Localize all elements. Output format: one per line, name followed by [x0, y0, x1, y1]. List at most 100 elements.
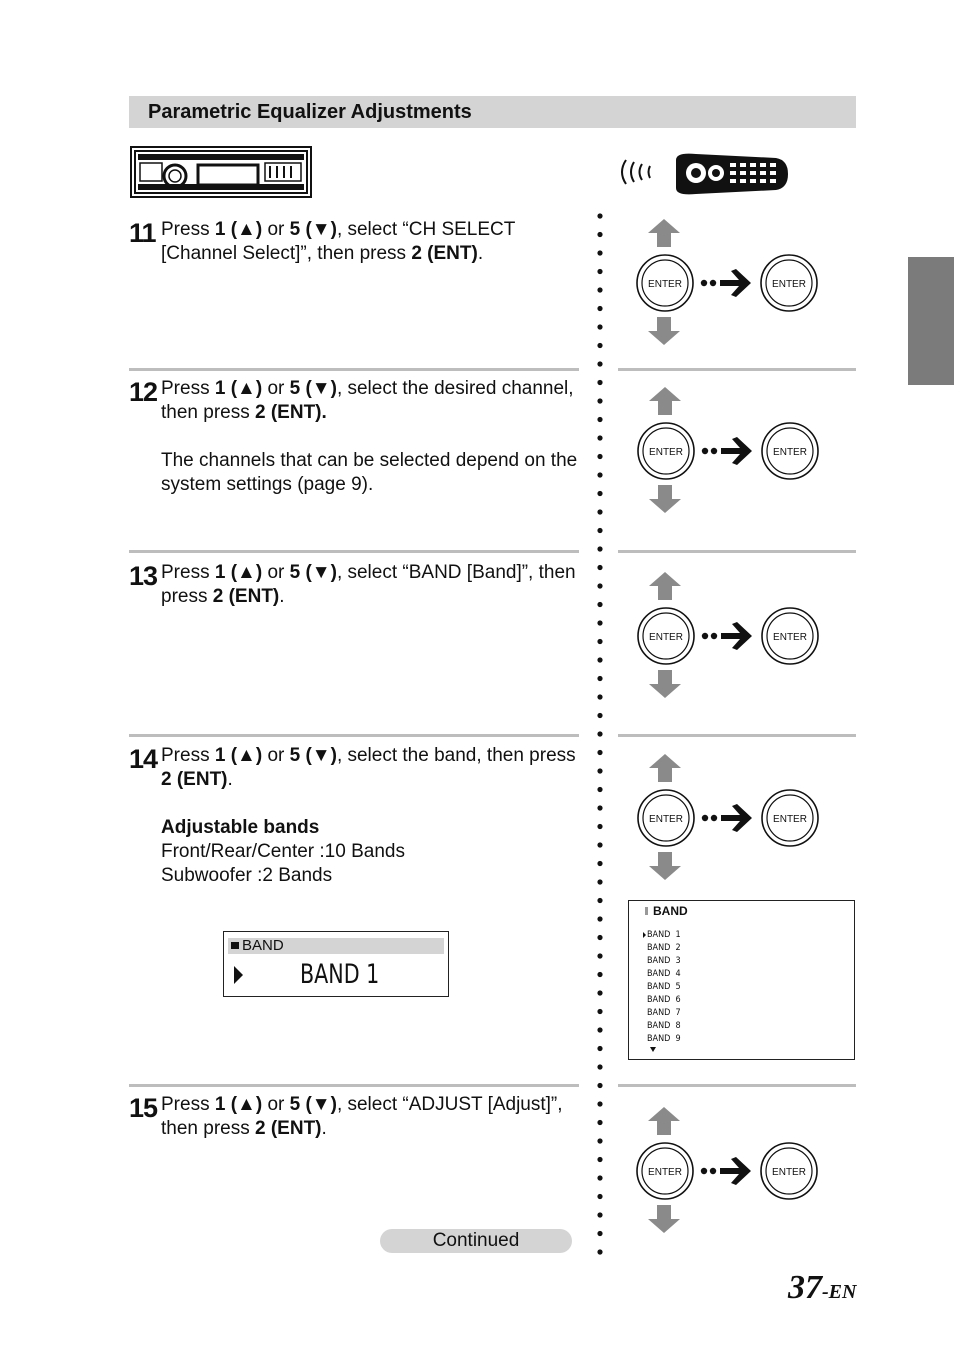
step-note: The channels that can be selected depend…	[161, 450, 578, 495]
separator-dot	[597, 1082, 603, 1089]
step-divider	[129, 734, 579, 737]
arrow-right-icon	[721, 622, 752, 650]
enter-button-end: ENTER	[761, 607, 819, 665]
step-text: Press 1 (▲) or 5 (▼), select “CH SELECT …	[161, 219, 516, 264]
arrow-up-icon	[648, 1107, 680, 1135]
arrow-down-icon	[649, 670, 681, 698]
enter-button-inner-ring	[766, 794, 814, 842]
separator-dot	[597, 564, 603, 571]
list-item: BAND 4	[647, 969, 681, 979]
dotted-separator	[597, 213, 603, 1255]
separator-dot	[597, 1212, 603, 1218]
separator-dot	[597, 1193, 603, 1200]
arrow-up-icon	[649, 387, 681, 415]
enter-label: ENTER	[772, 279, 806, 290]
separator-dot	[597, 379, 603, 386]
separator-dot	[597, 472, 603, 478]
separator-dot	[597, 342, 603, 349]
separator-dot	[597, 1064, 603, 1070]
list-item: BAND 5	[647, 982, 681, 992]
separator-dot	[597, 453, 603, 460]
step-divider	[129, 550, 579, 553]
separator-dot	[597, 435, 603, 441]
enter-label: ENTER	[649, 447, 683, 458]
enter-button-inner-ring	[765, 259, 813, 307]
arrow-up-icon	[649, 572, 681, 600]
arrow-up-icon	[648, 219, 680, 247]
separator-dot	[597, 1138, 603, 1144]
cursor-triangle-icon	[643, 932, 646, 938]
separator-dot	[597, 250, 603, 256]
title-marker-icon	[645, 907, 648, 915]
bands-line: Subwoofer :2 Bands	[161, 865, 333, 886]
control-diagram-14: ENTER ENTER	[633, 752, 823, 882]
sequence-dot	[701, 814, 709, 822]
remote-control-icon	[621, 153, 788, 195]
enter-button-end: ENTER	[761, 789, 819, 847]
separator-dot	[597, 842, 603, 848]
enter-label: ENTER	[772, 1167, 806, 1178]
enter-button-end: ENTER	[760, 1142, 818, 1200]
arrow-right-icon	[721, 437, 752, 465]
enter-button-start: ENTER	[637, 607, 695, 665]
display-value: BAND 1	[300, 959, 380, 990]
sequence-dot	[710, 447, 718, 455]
list-item: BAND 8	[647, 1021, 681, 1031]
separator-dot	[597, 1008, 603, 1015]
enter-button-end: ENTER	[760, 254, 818, 312]
display-label: BAND	[242, 937, 284, 954]
separator-dot	[597, 1119, 603, 1126]
separator-dot	[597, 231, 603, 238]
band-list-display: BAND BAND 1 BAND 2 BAND 3 BAND 4 BAND 5 …	[628, 900, 855, 1060]
control-diagram-11: ENTER ENTER	[632, 217, 822, 347]
enter-label: ENTER	[649, 814, 683, 825]
step-text: Press 1 (▲) or 5 (▼), select “ADJUST [Ad…	[161, 1094, 563, 1139]
step-divider	[618, 734, 856, 737]
enter-label: ENTER	[773, 632, 807, 643]
side-index-tab	[908, 257, 954, 385]
enter-label: ENTER	[648, 1167, 682, 1178]
section-header-bar	[129, 96, 856, 128]
arrow-right-icon	[720, 269, 751, 297]
band-display-small: BAND BAND 1	[223, 931, 449, 997]
enter-button-end: ENTER	[761, 422, 819, 480]
separator-dot	[597, 786, 603, 793]
enter-label: ENTER	[649, 632, 683, 643]
enter-button-start: ENTER	[637, 789, 695, 847]
list-item: BAND 1	[647, 930, 681, 940]
step-divider	[618, 368, 856, 371]
sequence-dot	[709, 1167, 717, 1175]
list-item: BAND 2	[647, 943, 681, 953]
enter-button-start: ENTER	[636, 254, 694, 312]
enter-label: ENTER	[773, 814, 807, 825]
separator-dot	[597, 416, 603, 423]
step-number: 13	[129, 561, 158, 591]
separator-dot	[597, 990, 603, 996]
sequence-dot	[709, 279, 717, 287]
enter-button-inner-ring	[642, 427, 690, 475]
separator-dot	[597, 694, 603, 700]
list-item: BAND 6	[647, 995, 681, 1005]
separator-dot	[597, 749, 603, 756]
step-divider	[129, 368, 579, 371]
page-number: 37-EN	[788, 1269, 857, 1306]
separator-dot	[597, 971, 603, 978]
separator-dot	[597, 675, 603, 682]
separator-dot	[597, 1045, 603, 1052]
bands-line: Front/Rear/Center :10 Bands	[161, 841, 405, 862]
enter-button-start: ENTER	[636, 1142, 694, 1200]
separator-dot	[597, 953, 603, 959]
enter-label: ENTER	[648, 279, 682, 290]
enter-button-inner-ring	[641, 1147, 689, 1195]
list-item: BAND 7	[647, 1008, 681, 1018]
enter-button-inner-ring	[765, 1147, 813, 1195]
sequence-dot	[710, 632, 718, 640]
separator-dot	[597, 601, 603, 608]
step-number: 14	[129, 744, 158, 774]
enter-button-inner-ring	[642, 612, 690, 660]
arrow-down-icon	[649, 485, 681, 513]
separator-dot	[597, 1175, 603, 1181]
separator-dot	[597, 823, 603, 830]
enter-button-inner-ring	[766, 427, 814, 475]
arrow-up-icon	[649, 754, 681, 782]
